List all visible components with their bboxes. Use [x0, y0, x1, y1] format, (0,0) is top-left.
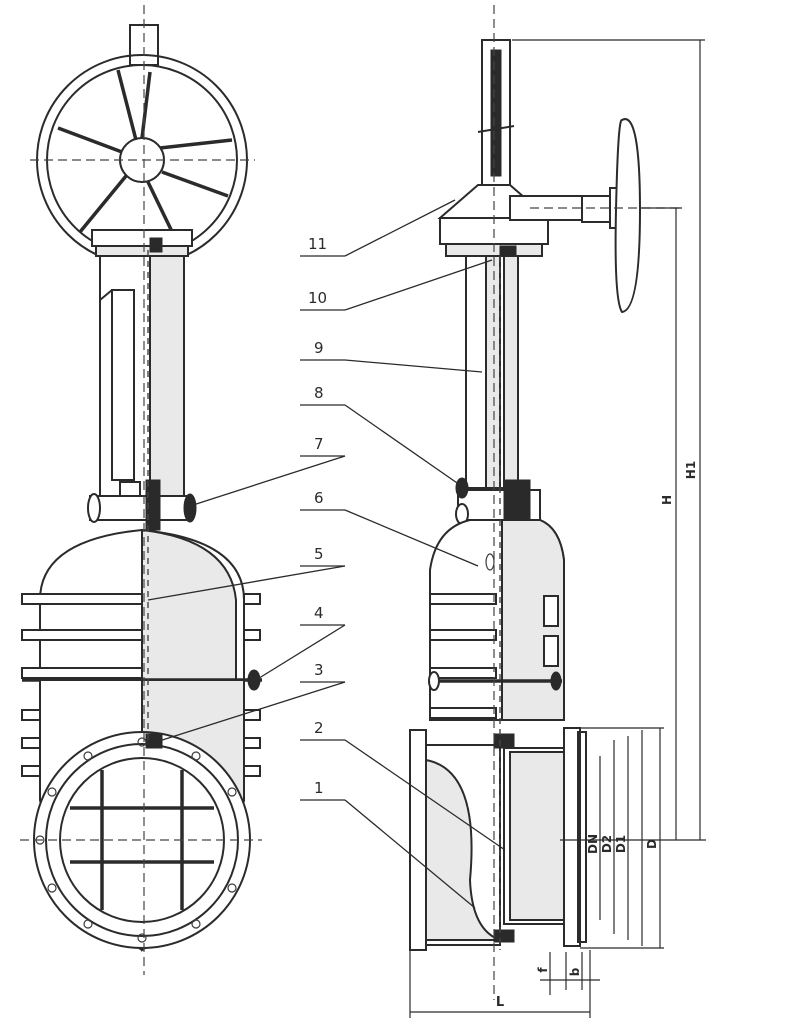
dim-f: f	[536, 967, 550, 973]
front-view	[20, 5, 262, 975]
side-view	[409, 5, 680, 1000]
inlet-flange	[409, 729, 427, 951]
callout-numbers: 11 10 9 8 7 6 5 4 3 2 1	[308, 235, 327, 797]
callout-7: 7	[314, 435, 324, 453]
yoke-left	[99, 255, 185, 497]
stem-top	[129, 24, 159, 66]
dimension-labels: H1 H DN D2 D1 D f b L	[496, 461, 698, 1010]
side-handwheel	[614, 118, 642, 314]
callout-4: 4	[314, 604, 324, 622]
callout-9: 9	[314, 339, 324, 357]
callout-11: 11	[308, 235, 327, 253]
callout-3: 3	[314, 661, 324, 679]
dim-h1: H1	[684, 461, 698, 479]
callout-8: 8	[314, 384, 324, 402]
callout-6: 6	[314, 489, 324, 507]
callout-5: 5	[314, 545, 324, 563]
leader-lines	[147, 199, 506, 909]
callout-2: 2	[314, 719, 324, 737]
end-flange-left	[33, 731, 251, 949]
dimension-lines	[409, 39, 706, 1018]
callout-1: 1	[314, 779, 324, 797]
dim-b: b	[568, 967, 582, 976]
dim-d: D	[645, 839, 659, 849]
dim-dn: DN	[586, 834, 600, 854]
dim-d2: D2	[600, 835, 614, 853]
dim-d1: D1	[614, 835, 628, 853]
dim-l: L	[496, 995, 504, 1010]
dim-h: H	[660, 495, 674, 505]
callout-10: 10	[308, 289, 327, 307]
